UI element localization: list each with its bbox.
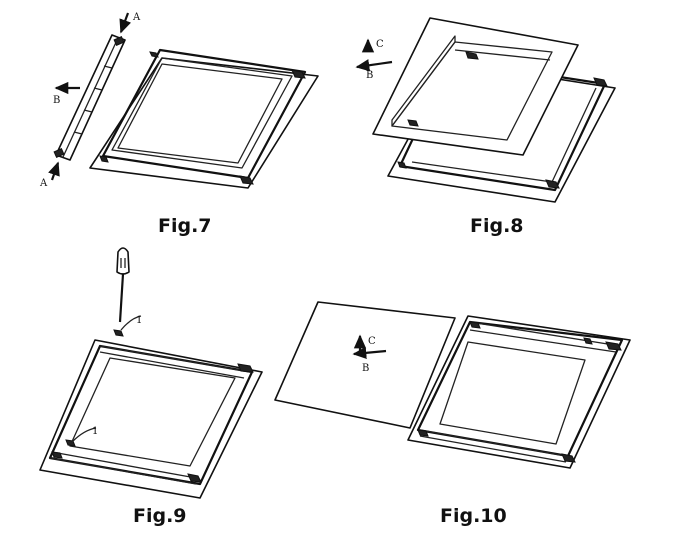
fig7-back-plate xyxy=(89,57,319,189)
figure-10: C B Fig.10 xyxy=(274,301,631,527)
fig10-label-c: C xyxy=(368,336,376,347)
spring-clip-icon xyxy=(51,329,254,483)
figure-7: A A B Fig.7 xyxy=(39,12,319,237)
fig9-back-plate xyxy=(39,339,263,499)
fig8-caption: Fig.8 xyxy=(470,215,524,237)
arrow-icon xyxy=(355,38,393,72)
fig10-panel-sheet xyxy=(274,301,456,429)
fig8-label-c: C xyxy=(376,39,384,50)
fig10-frame-window xyxy=(439,341,586,445)
fig7-label-a-bottom: A xyxy=(39,178,48,189)
spring-clip-icon xyxy=(99,51,306,185)
fig7-frame xyxy=(101,48,307,180)
fig7-label-a-top: A xyxy=(132,12,141,23)
spring-clip-icon xyxy=(397,77,608,189)
fig8-lifted-frame xyxy=(372,17,579,156)
fig10-caption: Fig.10 xyxy=(440,505,507,527)
spring-clip-icon xyxy=(417,321,622,463)
fig7-label-b: B xyxy=(53,95,60,106)
fig7-side-rail xyxy=(53,34,126,161)
figure-8: C B Fig.8 xyxy=(355,17,616,237)
fig9-callout-bottom: 1 xyxy=(92,426,98,437)
arrow-icon xyxy=(48,12,132,181)
fig9-callout-top: 1 xyxy=(136,315,142,326)
fig7-frame-window xyxy=(117,63,283,164)
screwdriver-icon xyxy=(116,247,130,323)
arrow-icon xyxy=(352,334,387,359)
fig7-caption: Fig.7 xyxy=(158,215,212,237)
fig9-frame-window xyxy=(69,357,236,467)
fig8-label-b: B xyxy=(366,70,373,81)
fig9-caption: Fig.9 xyxy=(133,505,187,527)
fig10-label-b: B xyxy=(362,363,369,374)
figure-9: 1 1 Fig.9 xyxy=(39,247,263,527)
